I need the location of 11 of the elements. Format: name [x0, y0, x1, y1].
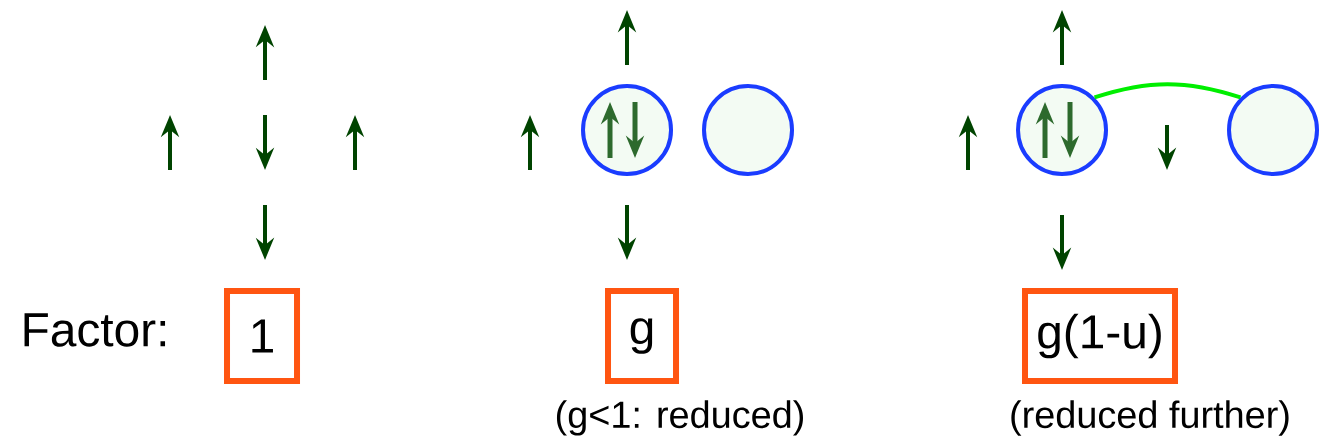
- site-circle: [1227, 84, 1319, 176]
- factor-box: 1: [224, 288, 300, 384]
- factor-box: g: [605, 288, 679, 384]
- bond-curve: [1093, 82, 1242, 100]
- site-circle: [702, 84, 794, 176]
- factor-box: g(1-u): [1022, 288, 1178, 384]
- caption-text: (g<1: reduced): [556, 400, 803, 436]
- caption-text: (reduced further): [1011, 400, 1289, 436]
- site-circle: [581, 84, 673, 176]
- site-circle: [1016, 84, 1108, 176]
- row-label: Factor:: [24, 313, 166, 347]
